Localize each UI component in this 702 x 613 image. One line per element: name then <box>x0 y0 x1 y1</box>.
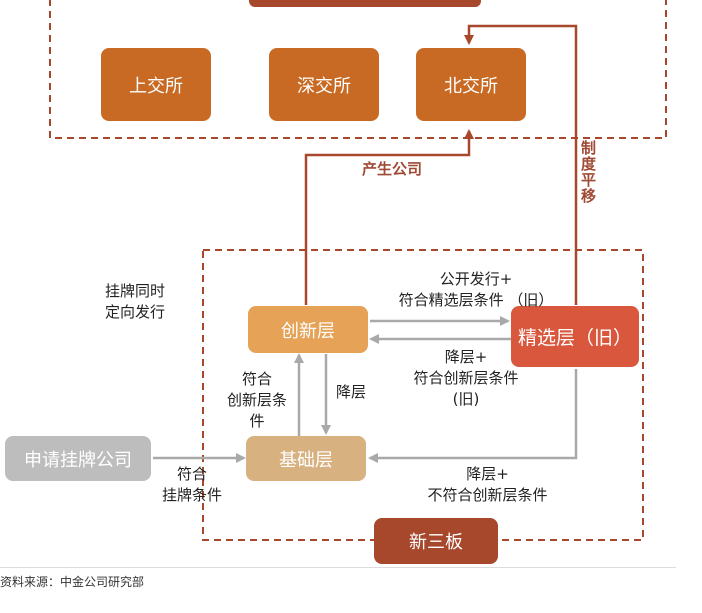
label-applicant-to-basic: 符合 挂牌条件 <box>161 465 222 504</box>
innovation-tier-box: 创新层 <box>248 306 368 353</box>
label-select-to-innovation: 降层+ 符合创新层条件 (旧) <box>413 348 519 408</box>
arrow-innovation-to-bse <box>304 129 474 305</box>
label-system-transfer: 制度平移 <box>579 140 597 204</box>
label-to-select: 公开发行+ 符合精选层条件 （旧） <box>398 270 554 309</box>
bse-box: 北交所 <box>416 48 526 121</box>
select-tier-box: 精选层（旧） <box>511 306 639 367</box>
neeq-box: 新三板 <box>374 518 498 564</box>
basic-tier-box: 基础层 <box>246 436 366 481</box>
source-note: 资料来源：中金公司研究部 <box>0 575 145 589</box>
arrow-select-to-bse <box>464 24 578 305</box>
applicant-box: 申请挂牌公司 <box>5 436 151 481</box>
exchange-region-border <box>49 0 667 139</box>
sse-box: 上交所 <box>101 48 211 121</box>
label-listing-issue: 挂牌同时 定向发行 <box>105 282 166 321</box>
footer-divider <box>0 567 676 568</box>
label-select-to-basic: 降层+ 不符合创新层条件 <box>427 465 548 504</box>
arrow-select-to-basic <box>368 369 578 463</box>
szse-box: 深交所 <box>269 48 379 121</box>
label-produce-company: 产生公司 <box>362 160 423 178</box>
label-innovation-to-basic: 降层 <box>336 383 367 401</box>
top-cropped-box <box>249 0 481 7</box>
label-basic-to-innovation: 符合 创新层条 件 <box>226 370 287 430</box>
